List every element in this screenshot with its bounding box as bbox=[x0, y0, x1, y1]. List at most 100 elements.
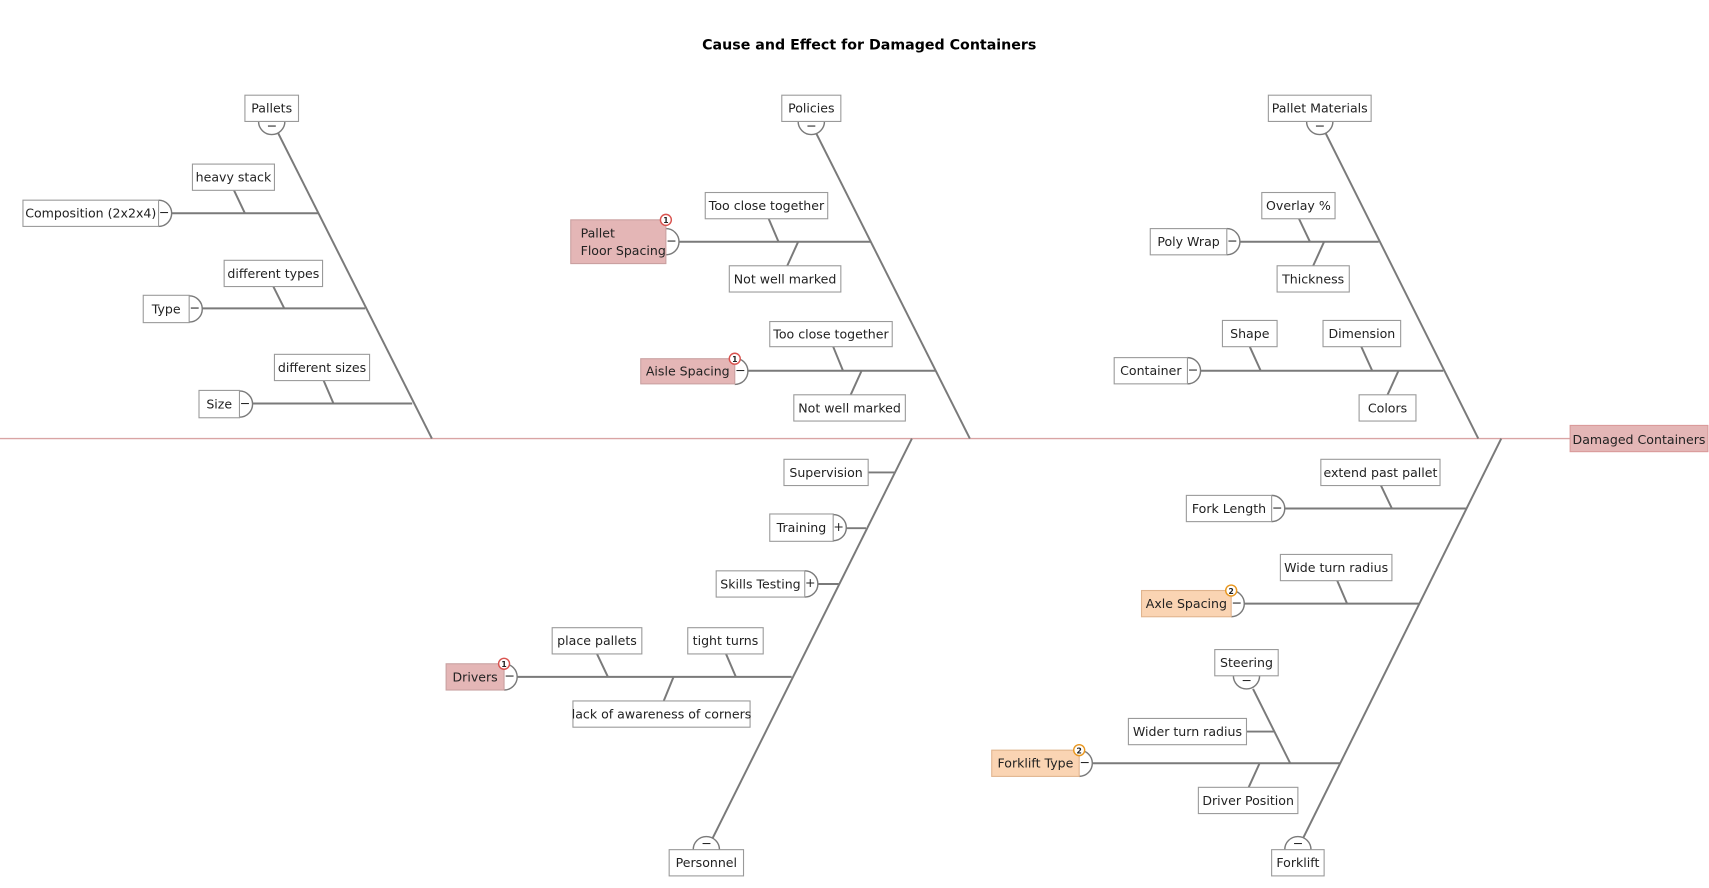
collapse-toggle-button[interactable] bbox=[158, 199, 173, 228]
node-label: lack of awareness of corners bbox=[572, 706, 752, 721]
node-supervision[interactable]: Supervision bbox=[783, 458, 869, 487]
node-different-sizes[interactable]: different sizes bbox=[273, 353, 371, 382]
priority-badge-number: 1 bbox=[501, 660, 506, 669]
node-skills-testing[interactable]: +Skills Testing bbox=[715, 570, 819, 598]
collapse-icon: − bbox=[1231, 595, 1242, 610]
node-pfs-not-marked[interactable]: Not well marked bbox=[728, 265, 842, 293]
node-policies[interactable]: − Policies bbox=[781, 94, 842, 136]
node-type[interactable]: −Type bbox=[142, 294, 203, 324]
node-box bbox=[570, 219, 667, 265]
collapse-toggle-button[interactable] bbox=[1232, 675, 1261, 690]
collapse-toggle-button[interactable] bbox=[1271, 494, 1286, 523]
node-colors[interactable]: Colors bbox=[1358, 394, 1417, 422]
collapse-toggle-button[interactable] bbox=[257, 121, 286, 136]
bone-line bbox=[1336, 580, 1348, 605]
node-label: Wider turn radius bbox=[1133, 724, 1242, 739]
node-as-not-marked[interactable]: Not well marked bbox=[793, 394, 906, 422]
collapse-toggle-button[interactable] bbox=[797, 121, 826, 136]
node-box bbox=[1320, 458, 1441, 487]
node-label: different types bbox=[227, 266, 319, 281]
node-fork-length[interactable]: −Fork Length bbox=[1185, 494, 1286, 523]
node-driver-position[interactable]: Driver Position bbox=[1197, 786, 1299, 815]
node-box bbox=[1221, 319, 1278, 348]
node-heavy-stack[interactable]: heavy stack bbox=[191, 163, 275, 191]
node-box bbox=[142, 294, 190, 324]
bone-line bbox=[786, 241, 800, 267]
node-box bbox=[687, 627, 764, 655]
node-pallets[interactable]: −Pallets bbox=[244, 94, 300, 136]
node-label: Size bbox=[206, 396, 232, 411]
collapse-icon: − bbox=[806, 118, 817, 133]
node-wide-turn[interactable]: Wide turn radius bbox=[1279, 553, 1393, 582]
node-different-types[interactable]: different types bbox=[223, 259, 324, 288]
collapse-toggle-button[interactable] bbox=[1284, 835, 1312, 850]
node-label: Steering bbox=[1220, 655, 1273, 670]
node-wider-turn[interactable]: Wider turn radius bbox=[1127, 717, 1248, 746]
priority-badge bbox=[659, 213, 673, 227]
node-training[interactable]: +Training bbox=[769, 513, 848, 542]
bone-line bbox=[832, 346, 844, 372]
node-box bbox=[1127, 717, 1248, 746]
node-container[interactable]: −Container bbox=[1113, 356, 1202, 385]
collapse-toggle-button[interactable] bbox=[833, 513, 848, 542]
collapse-icon: − bbox=[159, 205, 170, 220]
priority-badge bbox=[1225, 584, 1238, 597]
node-dimension[interactable]: Dimension bbox=[1322, 319, 1402, 348]
node-extend-past[interactable]: extend past pallet bbox=[1320, 458, 1441, 487]
node-label: Driver Position bbox=[1202, 793, 1294, 808]
node-box bbox=[640, 358, 736, 385]
expand-icon: + bbox=[833, 519, 844, 534]
node-poly-wrap[interactable]: −Poly Wrap bbox=[1149, 227, 1241, 256]
bone-line bbox=[322, 380, 335, 404]
node-label: Colors bbox=[1368, 400, 1407, 415]
collapse-toggle-button[interactable] bbox=[189, 295, 203, 323]
bone-line bbox=[233, 189, 246, 214]
node-box bbox=[769, 513, 834, 542]
collapse-toggle-button[interactable] bbox=[692, 835, 721, 850]
collapse-toggle-button[interactable] bbox=[1187, 356, 1202, 385]
bone-line bbox=[725, 653, 737, 678]
node-label: Forklift Type bbox=[998, 756, 1074, 771]
collapse-toggle-button[interactable] bbox=[804, 570, 819, 598]
node-lack-awareness[interactable]: lack of awareness of corners bbox=[572, 700, 752, 728]
collapse-icon: − bbox=[189, 300, 200, 315]
node-tight-turns[interactable]: tight turns bbox=[687, 627, 764, 655]
node-label: Fork Length bbox=[1192, 501, 1266, 516]
node-as-too-close[interactable]: Too close together bbox=[769, 320, 893, 348]
node-pallet-materials[interactable]: −Pallet Materials bbox=[1267, 94, 1372, 136]
node-label: Shape bbox=[1230, 326, 1270, 341]
bone-line bbox=[849, 370, 863, 396]
node-box bbox=[1185, 494, 1273, 523]
expand-icon: + bbox=[805, 575, 816, 590]
collapse-toggle-button[interactable] bbox=[665, 227, 680, 256]
node-composition[interactable]: −Composition (2x2x4) bbox=[22, 199, 173, 228]
node-place-pallets[interactable]: place pallets bbox=[551, 627, 643, 655]
collapse-icon: − bbox=[504, 668, 515, 683]
collapse-icon: − bbox=[1188, 362, 1199, 377]
node-pfs-too-close[interactable]: Too close together bbox=[704, 191, 829, 220]
node-personnel[interactable]: −Personnel bbox=[668, 835, 745, 877]
collapse-toggle-button[interactable] bbox=[239, 390, 254, 418]
node-steering[interactable]: −Steering bbox=[1214, 649, 1279, 690]
node-label: Axle Spacing bbox=[1146, 596, 1227, 611]
collapse-toggle-button[interactable] bbox=[1305, 121, 1334, 136]
collapse-icon: − bbox=[1079, 755, 1090, 770]
node-box bbox=[244, 94, 300, 122]
collapse-icon: − bbox=[1227, 233, 1238, 248]
effect-node[interactable]: Damaged Containers bbox=[1569, 424, 1709, 453]
node-label: Policies bbox=[788, 101, 834, 116]
node-shape[interactable]: Shape bbox=[1221, 319, 1278, 348]
node-thickness[interactable]: Thickness bbox=[1276, 265, 1350, 293]
collapse-toggle-button[interactable] bbox=[1226, 227, 1241, 256]
category-bone-policies bbox=[809, 121, 971, 439]
collapse-icon: − bbox=[701, 835, 712, 850]
node-overlay[interactable]: Overlay % bbox=[1261, 191, 1336, 220]
node-forklift[interactable]: −Forklift bbox=[1271, 835, 1325, 877]
node-size[interactable]: −Size bbox=[198, 389, 254, 419]
